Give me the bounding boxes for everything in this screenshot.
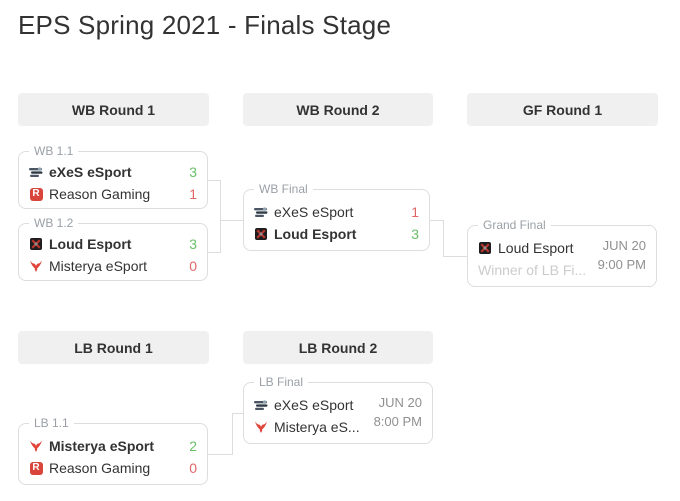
connector-wb12-stub [208, 252, 221, 253]
team-name: Misterya eS... [274, 419, 360, 435]
team-name: Loud Esport [498, 240, 574, 256]
team-row: Winner of LB Fi... [468, 259, 656, 281]
team-score: 1 [189, 186, 197, 202]
team-name: Misterya eSport [49, 438, 155, 454]
connector-wbfinal-stub [430, 220, 443, 221]
team-row: eXeS eSport 3 [19, 161, 207, 183]
team-name: eXeS eSport [274, 204, 354, 220]
team-row: Misterya eSport 0 [19, 255, 207, 277]
team-score: 0 [189, 258, 197, 274]
team-row: Loud Esport [468, 237, 656, 259]
team-score: 3 [189, 236, 197, 252]
exes-esport-logo-icon [29, 165, 43, 179]
header-label: WB Round 2 [296, 101, 380, 118]
header-wb-round-1: WB Round 1 [18, 93, 209, 126]
connector-lb-join [232, 413, 233, 455]
connector-into-wbfinal [220, 220, 243, 221]
match-wb-final[interactable]: WB Final eXeS eSport 1 Loud Esport 3 [243, 182, 430, 251]
team-row: eXeS eSport [244, 394, 432, 416]
team-name: Loud Esport [274, 226, 357, 242]
match-label: WB 1.2 [29, 216, 79, 230]
match-lb-1-1[interactable]: LB 1.1 Misterya eSport 2 R Reason Gaming… [18, 416, 208, 485]
match-lb-final[interactable]: LB Final eXeS eSport Misterya eS... JUN … [243, 375, 433, 444]
team-score: 2 [189, 438, 197, 454]
team-name: Loud Esport [49, 236, 132, 252]
loud-esport-logo-icon [254, 227, 268, 241]
match-label: LB Final [254, 375, 309, 389]
match-schedule: JUN 20 9:00 PM [598, 237, 646, 275]
team-row: R Reason Gaming 0 [19, 457, 207, 479]
connector-into-grandfinal [443, 256, 467, 257]
connector-gf-join [443, 220, 444, 257]
exes-esport-logo-icon [254, 205, 268, 219]
match-label: Grand Final [478, 218, 551, 232]
header-label: LB Round 2 [298, 339, 378, 356]
header-lb-round-1: LB Round 1 [18, 331, 209, 364]
match-schedule: JUN 20 8:00 PM [374, 394, 422, 432]
match-wb-1-1[interactable]: WB 1.1 eXeS eSport 3 R Reason Gaming 1 [18, 144, 208, 209]
header-lb-round-2: LB Round 2 [243, 331, 433, 364]
reason-gaming-logo-icon: R [29, 187, 43, 201]
team-name: Reason Gaming [49, 460, 151, 476]
connector-wb11-stub [208, 180, 221, 181]
match-time: 8:00 PM [373, 414, 422, 429]
header-gf-round-1: GF Round 1 [467, 93, 658, 126]
team-row: Misterya eS... [244, 416, 432, 438]
match-grand-final[interactable]: Grand Final Loud Esport Winner of LB Fi.… [467, 218, 657, 287]
misterya-esport-logo-icon [29, 439, 43, 453]
team-name: Reason Gaming [49, 186, 151, 202]
exes-esport-logo-icon [254, 398, 268, 412]
connector-lb11-stub [208, 454, 233, 455]
match-label: WB 1.1 [29, 144, 79, 158]
team-row: Loud Esport 3 [19, 233, 207, 255]
team-score: 0 [189, 460, 197, 476]
loud-esport-logo-icon [478, 241, 492, 255]
match-label: WB Final [254, 182, 313, 196]
header-wb-round-2: WB Round 2 [243, 93, 433, 126]
connector-into-lbfinal [232, 413, 243, 414]
match-wb-1-2[interactable]: WB 1.2 Loud Esport 3 Misterya eSport 0 [18, 216, 208, 281]
team-name-placeholder: Winner of LB Fi... [478, 262, 587, 278]
team-name: Misterya eSport [49, 258, 148, 274]
team-name: eXeS eSport [274, 397, 354, 413]
loud-esport-logo-icon [29, 237, 43, 251]
match-date: JUN 20 [378, 395, 422, 411]
page-title: EPS Spring 2021 - Finals Stage [18, 10, 392, 40]
match-label: LB 1.1 [29, 416, 74, 430]
team-score: 1 [411, 204, 419, 220]
misterya-esport-logo-icon [254, 420, 268, 434]
team-row: Misterya eSport 2 [19, 435, 207, 457]
connector-wb-join [220, 180, 221, 253]
match-time: 9:00 PM [597, 257, 646, 272]
team-row: R Reason Gaming 1 [19, 183, 207, 205]
match-date: JUN 20 [602, 238, 646, 254]
team-row: Loud Esport 3 [244, 223, 429, 245]
misterya-esport-logo-icon [29, 259, 43, 273]
team-name: eXeS eSport [49, 164, 132, 180]
header-label: GF Round 1 [522, 101, 603, 118]
team-score: 3 [189, 164, 197, 180]
team-score: 3 [411, 226, 419, 242]
reason-gaming-logo-icon: R [29, 461, 43, 475]
header-label: LB Round 1 [74, 339, 153, 356]
team-row: eXeS eSport 1 [244, 201, 429, 223]
header-label: WB Round 1 [71, 101, 156, 118]
